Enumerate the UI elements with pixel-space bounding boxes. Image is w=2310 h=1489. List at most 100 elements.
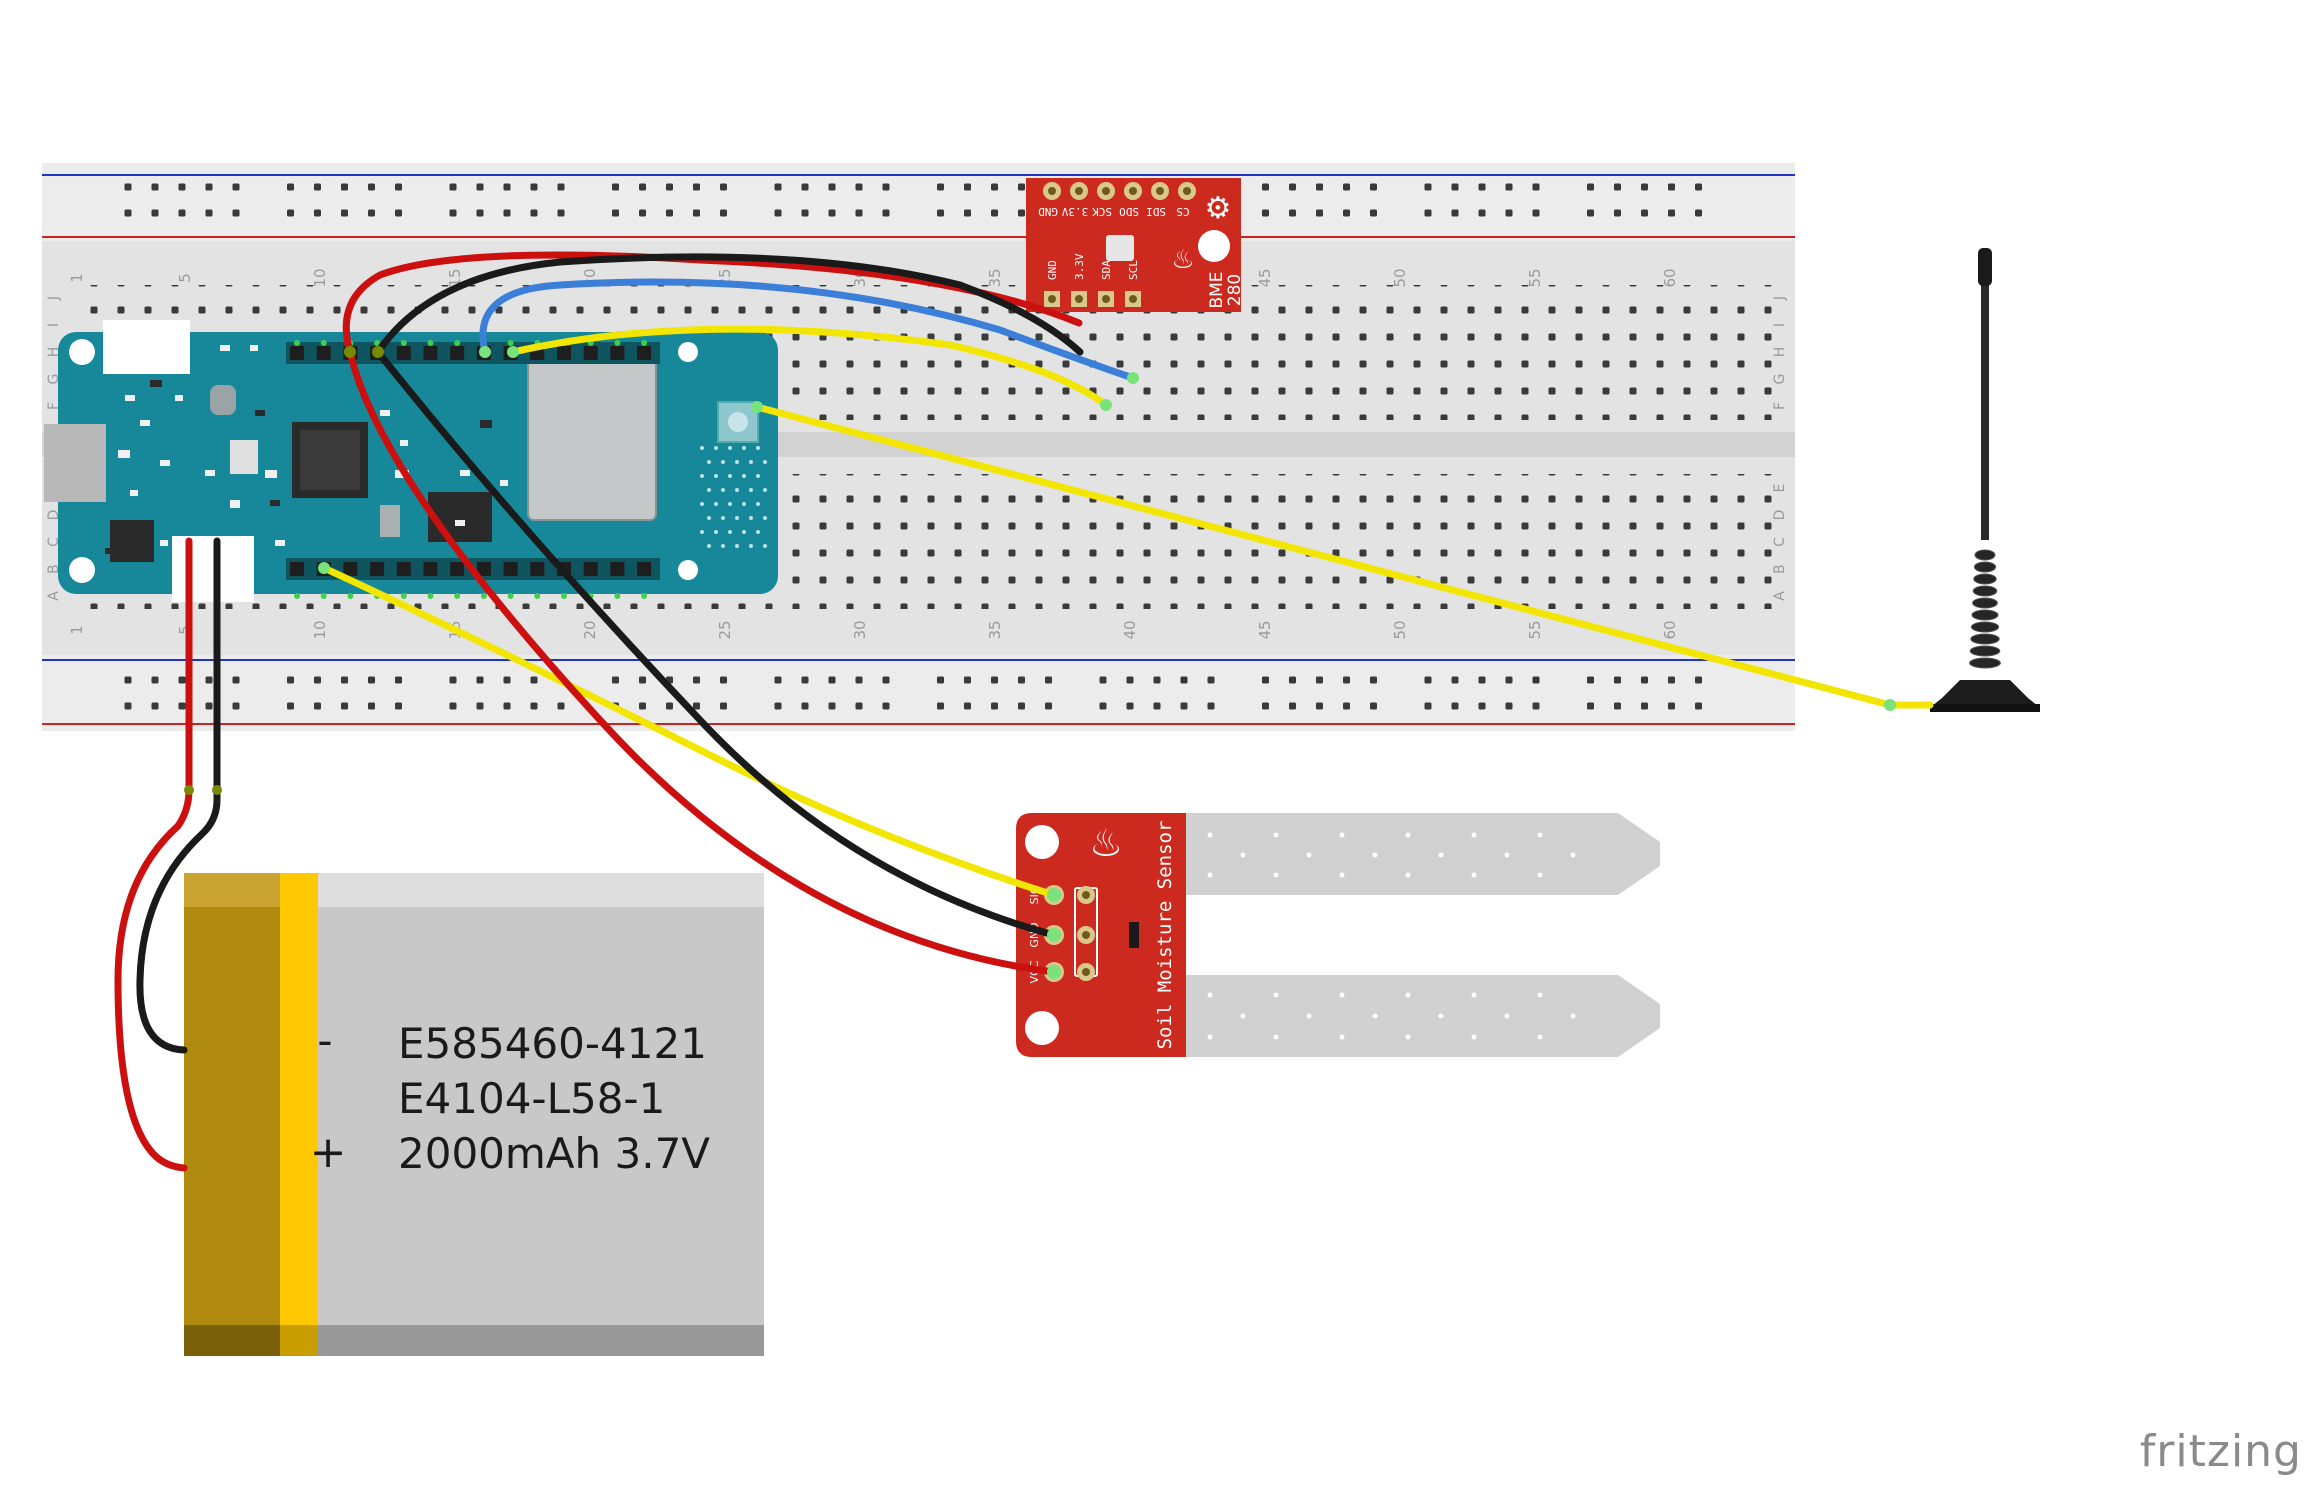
bme280-pad-hole xyxy=(1183,187,1191,195)
bme280-pad-hole xyxy=(1075,187,1083,195)
rail-hole xyxy=(368,209,375,217)
antenna-tip xyxy=(1978,248,1992,286)
rail-hole xyxy=(693,676,700,684)
rail-hole xyxy=(476,702,484,710)
antenna-magnetic-base xyxy=(1932,680,2038,706)
antenna-dot xyxy=(700,530,704,534)
wire-end xyxy=(1100,399,1112,411)
top-header-row xyxy=(286,342,660,364)
rail-hole xyxy=(1262,702,1269,710)
smd-component xyxy=(125,395,135,401)
rail-hole xyxy=(855,676,863,684)
rail-hole xyxy=(801,183,809,191)
rail-hole xyxy=(232,702,240,710)
rail-hole xyxy=(1099,702,1107,710)
rail-hole xyxy=(151,209,159,217)
rail-hole xyxy=(368,676,375,684)
rail-hole xyxy=(395,209,402,217)
rail-hole xyxy=(1126,702,1134,710)
rail-hole xyxy=(1505,702,1513,710)
mount-hole xyxy=(69,339,95,365)
antenna-dot xyxy=(707,516,711,520)
pin-indicator xyxy=(614,593,621,599)
rail-hole xyxy=(1424,702,1432,710)
prong-dot xyxy=(1273,992,1279,998)
sensor-pad-hole xyxy=(1082,968,1090,976)
lipo-battery: - + E585460-4121 E4104-L58-1 2000mAh 3.7… xyxy=(184,873,764,1356)
rail-hole xyxy=(1695,183,1702,191)
rail-hole xyxy=(855,702,863,710)
column-number-top: 50 xyxy=(1391,268,1409,287)
rail-hole xyxy=(1018,183,1025,191)
pin-indicator xyxy=(507,340,514,346)
rail-hole xyxy=(178,183,186,191)
prong-dot xyxy=(1339,832,1345,838)
antenna-dot xyxy=(721,460,725,464)
rail-hole xyxy=(395,183,402,191)
header-pin xyxy=(290,346,304,360)
antenna-dot xyxy=(728,474,732,478)
antenna-coil-ring xyxy=(1970,633,2000,645)
rail-hole xyxy=(1424,676,1432,684)
rail-hole xyxy=(937,209,944,217)
wire-end xyxy=(372,346,384,358)
pin-indicator xyxy=(347,593,354,599)
smd-component xyxy=(455,520,465,526)
antenna-dot xyxy=(763,544,767,548)
column-number-bottom: 60 xyxy=(1661,620,1679,639)
battery-label-line2: E4104-L58-1 xyxy=(398,1074,665,1123)
rail-hole xyxy=(1343,676,1350,684)
column-number-bottom: 55 xyxy=(1526,620,1544,639)
rail-hole xyxy=(287,676,294,684)
sensor-pad-hole xyxy=(1082,891,1090,899)
pin-indicator xyxy=(614,340,621,346)
bme-wire-black xyxy=(374,253,1084,356)
smd-component xyxy=(255,410,265,416)
rail-hole xyxy=(774,209,782,217)
rail-hole xyxy=(1451,209,1459,217)
rail-hole xyxy=(1262,209,1269,217)
rail-hole xyxy=(1695,702,1702,710)
rail-hole xyxy=(1343,209,1350,217)
rail-hole xyxy=(1018,702,1025,710)
antenna-dot xyxy=(714,446,718,450)
small-chip xyxy=(110,520,154,562)
breadboard-labels: 1510152025303540455055601510152025303540… xyxy=(46,268,1788,639)
rail-hole xyxy=(1289,183,1296,191)
rail-hole xyxy=(693,183,700,191)
antenna-connector-center xyxy=(728,412,748,432)
column-number-top: 10 xyxy=(311,268,329,287)
row-letter-right: D xyxy=(1772,510,1788,521)
row-letter-left: D xyxy=(46,510,62,521)
rail-hole xyxy=(1153,676,1161,684)
rail-hole xyxy=(612,676,619,684)
column-number-top: 35 xyxy=(986,268,1004,287)
rail-hole xyxy=(557,183,565,191)
rail-hole xyxy=(151,676,159,684)
rail-hole xyxy=(991,209,998,217)
mount-hole xyxy=(678,342,698,362)
rail-hole xyxy=(1532,183,1540,191)
rail-hole xyxy=(395,702,402,710)
prong-dot xyxy=(1438,1013,1444,1019)
antenna-coil-ring xyxy=(1969,645,2001,657)
soil-wire-red xyxy=(346,348,1058,976)
prong-dot xyxy=(1240,852,1246,858)
bme280-top-pin-label: GND xyxy=(1038,205,1058,218)
rail-hole xyxy=(720,209,727,217)
smd-component xyxy=(205,470,215,476)
rail-hole xyxy=(666,183,673,191)
rail-hole xyxy=(1099,676,1107,684)
column-number-bottom: 40 xyxy=(1121,620,1139,639)
rail-hole xyxy=(1505,209,1513,217)
header-pin xyxy=(557,346,571,360)
column-number-top: 45 xyxy=(1256,268,1274,287)
battery-jst-connector xyxy=(172,536,254,602)
pin-indicator xyxy=(374,340,381,346)
sensor-pad-hole xyxy=(1082,931,1090,939)
prong-dot xyxy=(1273,832,1279,838)
header-pin xyxy=(530,562,545,576)
rail-hole xyxy=(666,209,673,217)
row-letter-right: G xyxy=(1772,374,1788,385)
